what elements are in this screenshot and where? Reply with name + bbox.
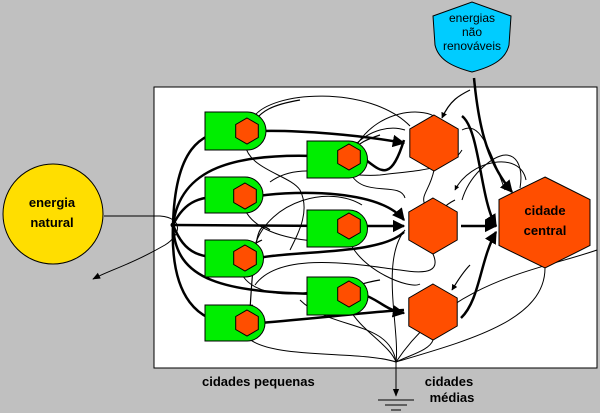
small-city-node bbox=[204, 304, 266, 342]
natural-energy-label-line2: natural bbox=[30, 215, 73, 230]
flow-nonrenewable-to-central bbox=[472, 77, 513, 193]
non-renewable-label-line3: renováveis bbox=[443, 39, 501, 53]
caption-medium-cities-line1: cidades bbox=[425, 374, 473, 389]
ground-heat-sink-icon bbox=[378, 362, 414, 411]
natural-energy-label-line1: energia bbox=[29, 195, 76, 210]
non-renewable-energy-source: energias não renováveis bbox=[432, 1, 512, 73]
caption-medium-cities-line2: médias bbox=[430, 390, 475, 405]
small-city-hexagon bbox=[233, 182, 257, 210]
natural-energy-circle bbox=[2, 163, 104, 265]
central-city-hexagon bbox=[498, 176, 591, 269]
distribution-hub bbox=[170, 222, 176, 228]
central-city-label-line2: central bbox=[524, 223, 567, 238]
natural-energy-source: energia natural bbox=[2, 163, 104, 265]
central-city-node: cidade central bbox=[498, 176, 591, 269]
small-cities-group bbox=[204, 111, 369, 342]
small-city-node bbox=[204, 111, 267, 151]
small-city-hexagon bbox=[235, 309, 259, 337]
medium-cities-group bbox=[408, 114, 459, 341]
medium-city-hexagon bbox=[408, 197, 458, 255]
thick-flows bbox=[171, 77, 513, 330]
small-city-hexagon bbox=[235, 117, 259, 145]
small-city-node bbox=[204, 176, 264, 214]
small-city-node bbox=[306, 276, 369, 316]
flow-natural-to-hub bbox=[92, 215, 178, 280]
small-city-hexagon bbox=[337, 280, 361, 308]
medium-city-hexagon bbox=[408, 283, 458, 341]
small-city-node bbox=[306, 209, 368, 248]
medium-city-hexagon bbox=[409, 114, 459, 172]
caption-small-cities: cidades pequenas bbox=[202, 374, 315, 389]
non-renewable-tank-shape bbox=[432, 1, 512, 73]
small-city-hexagon bbox=[337, 212, 361, 240]
central-city-label-line1: cidade bbox=[524, 203, 565, 218]
non-renewable-label-line1: energias bbox=[449, 11, 495, 25]
small-city-node bbox=[204, 239, 264, 278]
non-renewable-label-line2: não bbox=[462, 25, 482, 39]
small-city-node bbox=[306, 140, 368, 179]
small-city-hexagon bbox=[233, 244, 257, 272]
small-city-hexagon bbox=[337, 143, 361, 171]
